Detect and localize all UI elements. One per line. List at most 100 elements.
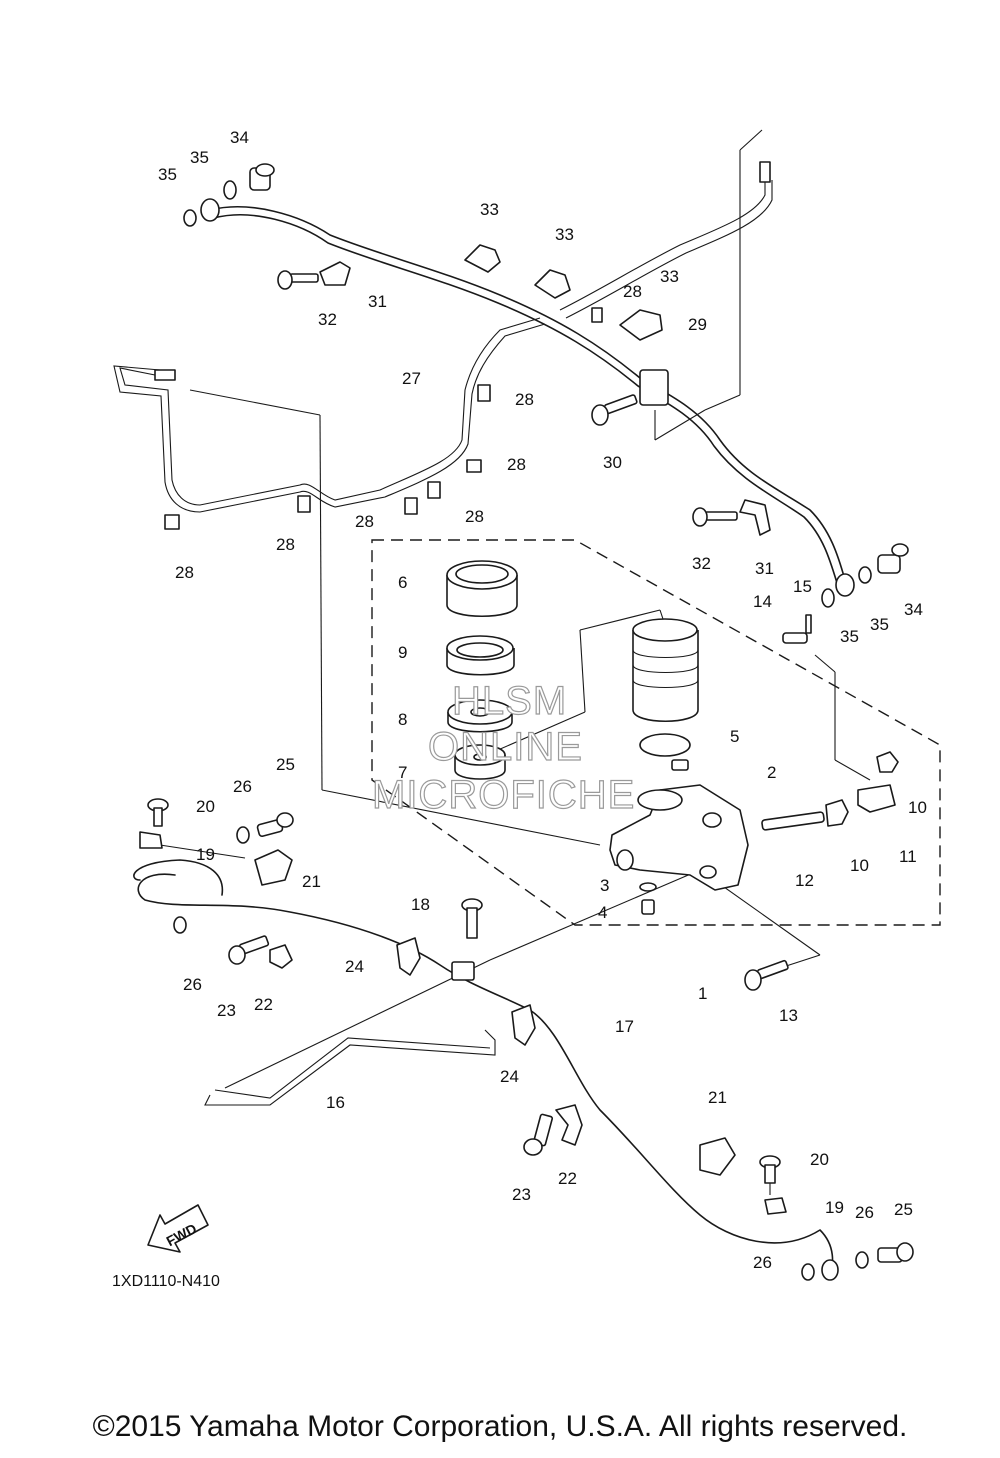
brake-pipe-16 [204, 1029, 496, 1106]
copper-washer-35-b [183, 209, 197, 227]
clamp-28-g [164, 514, 180, 530]
callout: 20 [196, 797, 215, 816]
callout: 35 [870, 615, 889, 634]
callout: 7 [398, 763, 407, 782]
callout: 22 [558, 1169, 577, 1188]
callout: 10 [908, 798, 927, 817]
upper-brake-hose-outline [213, 214, 838, 584]
hose-joint-lower [451, 961, 475, 981]
diaphragm-8 [447, 699, 513, 733]
hose-guide-21-lower [699, 1137, 736, 1176]
washer-26-upper-left [236, 826, 250, 844]
callout: 1 [698, 984, 707, 1003]
hose-guide-31-upper [319, 261, 351, 286]
hose-guide-22-left [269, 944, 293, 969]
callout: 2 [767, 763, 776, 782]
washer-26-lower-left [173, 916, 187, 934]
upper-brake-hose [209, 206, 846, 581]
brake-pipe-27-b [113, 323, 546, 513]
watermark: HLSM ONLINE MICROFICHE [371, 678, 635, 817]
callout: 5 [730, 727, 739, 746]
callout: 32 [318, 310, 337, 329]
callout: 33 [555, 225, 574, 244]
callout: 21 [302, 872, 321, 891]
lower-brake-hose-17 [137, 873, 834, 1279]
banjo-bolt-34-right [877, 543, 909, 574]
callout: 16 [326, 1093, 345, 1112]
copyright-notice: ©2015 Yamaha Motor Corporation, U.S.A. A… [92, 1410, 908, 1443]
banjo-bolt-34-top [249, 163, 275, 191]
hose-clamp-33-a [464, 244, 501, 273]
bleed-screw-4 [641, 899, 655, 915]
callout: 35 [840, 627, 859, 646]
cotter-pin-15 [805, 614, 812, 634]
master-cylinder-assembly-boundary [371, 539, 941, 926]
clamp-28-a [591, 307, 603, 323]
callout: 25 [276, 755, 295, 774]
float-7 [454, 744, 506, 780]
banjo-fitting-right [835, 573, 855, 597]
callout: 6 [398, 573, 407, 592]
callout: 32 [692, 554, 711, 573]
callout: 34 [230, 128, 249, 147]
callout-labels: 34 35 35 33 33 33 28 2 9 31 32 27 28 28 3… [158, 128, 927, 1272]
callout: 28 [507, 455, 526, 474]
hose-clamp-33-c [619, 309, 663, 341]
callout: 35 [190, 148, 209, 167]
callout: 31 [368, 292, 387, 311]
hose-guide-31-lower [739, 499, 771, 536]
callout: 23 [217, 1001, 236, 1020]
bolt-30 [591, 394, 638, 426]
callout: 30 [603, 453, 622, 472]
hose-holder-19-lower [764, 1197, 787, 1215]
callout: 33 [660, 267, 679, 286]
clamp-28-b [477, 384, 491, 402]
copper-washer-35-d [858, 566, 872, 584]
washer-26-lower-right-a [801, 1263, 815, 1281]
hose-holder-19-upper [139, 831, 163, 849]
bolt-25-lower [877, 1242, 914, 1263]
callout: 14 [753, 592, 772, 611]
watermark-line-2: ONLINE [428, 725, 583, 769]
callout: 18 [411, 895, 430, 914]
callout: 27 [402, 369, 421, 388]
leader-lines [159, 129, 871, 1195]
reservoir-cap-6 [446, 560, 518, 618]
brake-pipe-upper-right-b [565, 180, 773, 319]
copper-washer-35-a [223, 180, 237, 200]
bolt-20-lower [759, 1155, 781, 1184]
master-cylinder-body-2 [609, 784, 749, 891]
hose-band-5 [639, 733, 691, 771]
clamp-28-f [297, 495, 311, 513]
callout: 15 [793, 577, 812, 596]
callout: 28 [276, 535, 295, 554]
bolt-32-lower [692, 507, 738, 527]
callout: 35 [158, 165, 177, 184]
washer-3 [639, 882, 657, 892]
callout: 28 [465, 507, 484, 526]
callout: 26 [753, 1253, 772, 1272]
bolt-13 [744, 959, 789, 991]
bolt-23-left [228, 935, 270, 965]
watermark-line-1: HLSM [452, 679, 567, 723]
hose-guide-22-lower [555, 1104, 583, 1146]
callout: 9 [398, 643, 407, 662]
callout: 26 [183, 975, 202, 994]
hose-clamp-33-b [534, 269, 571, 299]
callout: 10 [850, 856, 869, 875]
three-way-joint-29 [639, 369, 669, 406]
banjo-fitting-lower-right [821, 1259, 839, 1281]
bolt-25-upper [256, 812, 294, 838]
callout: 20 [810, 1150, 829, 1169]
callout: 28 [355, 512, 374, 531]
nut-10-lower [825, 799, 849, 827]
hose-guide-21-upper [254, 849, 293, 886]
callout: 13 [779, 1006, 798, 1025]
lower-brake-hose-17-b [133, 859, 224, 896]
reservoir-body [632, 618, 699, 723]
clevis-pin-14 [782, 632, 808, 644]
clamp-28-e [404, 497, 418, 515]
callout: 33 [480, 200, 499, 219]
callout: 34 [904, 600, 923, 619]
